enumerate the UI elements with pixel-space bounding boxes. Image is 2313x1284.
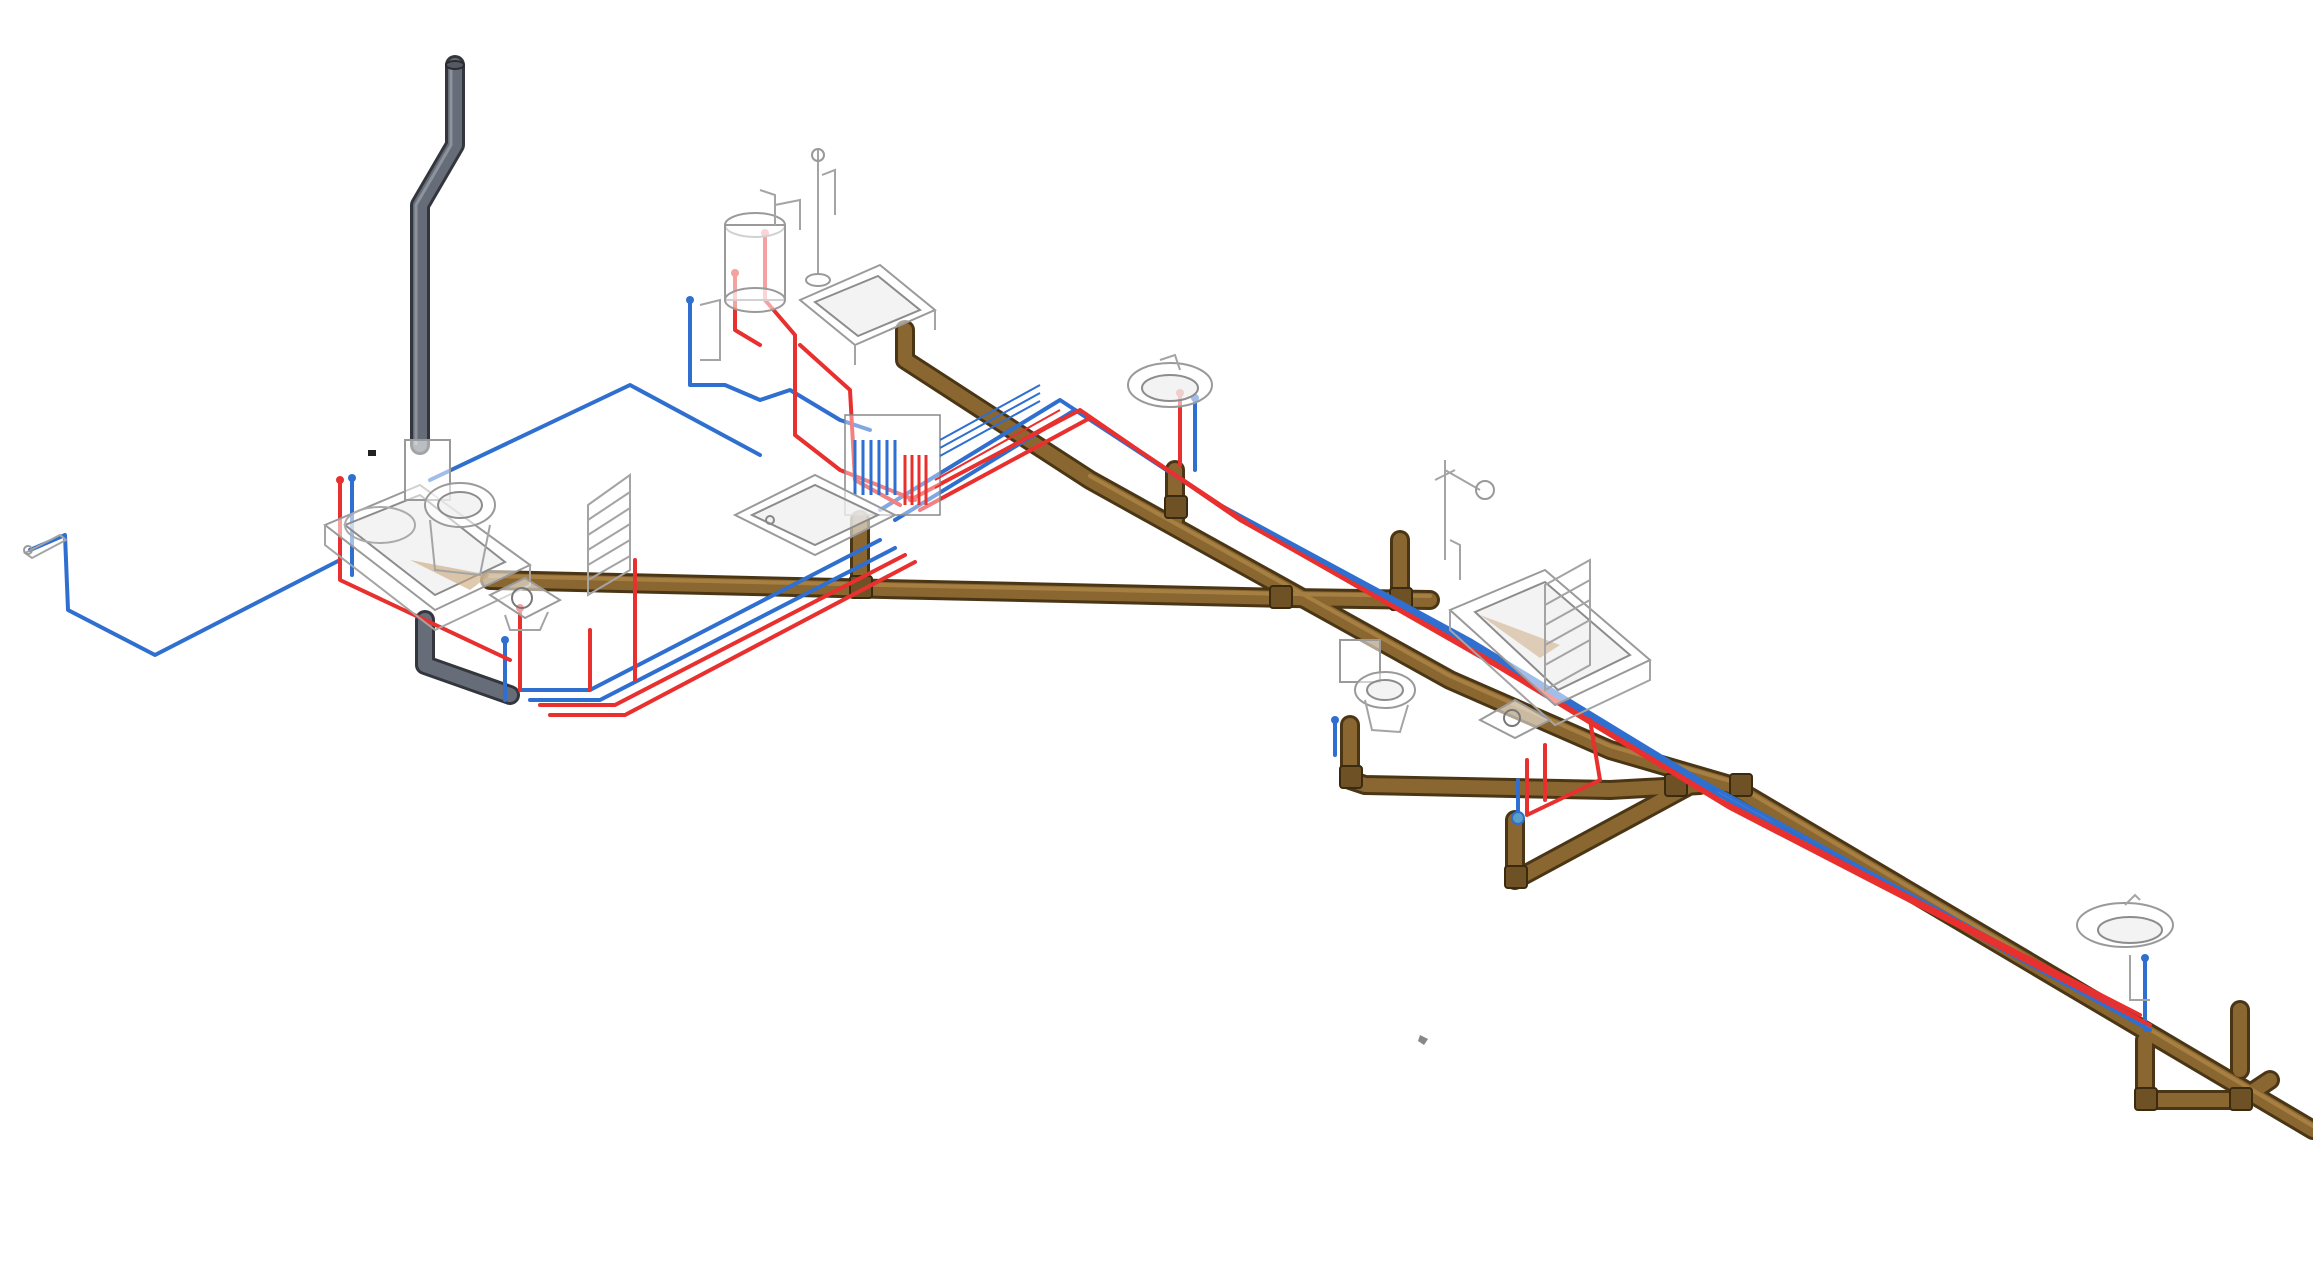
cold-water-line-diagonal	[878, 398, 2142, 1022]
hot-water-network	[338, 233, 2152, 1027]
shower-head-icon	[1434, 460, 1495, 580]
cold-water-network	[28, 298, 2152, 1032]
hot-water-riser-6	[1525, 758, 1602, 817]
valve-icon	[2141, 954, 2149, 962]
towel-rail-icon	[1544, 558, 1591, 692]
bidet-icon	[1477, 698, 1553, 740]
washbasin-icon	[798, 263, 937, 365]
water-heater-icon	[699, 189, 786, 361]
bathtub-icon	[323, 483, 532, 632]
valve-icon	[348, 474, 356, 482]
pipe-coupling	[2134, 1087, 2158, 1111]
shower-head-icon	[774, 148, 836, 287]
valve-icon	[501, 636, 509, 644]
toilet-icon	[404, 439, 496, 577]
cold-water-line-heater-loop	[688, 298, 872, 432]
hot-water-riser-1	[338, 478, 512, 662]
pipe-coupling	[1269, 585, 1293, 609]
hot-water-line-trunk	[538, 553, 907, 707]
valve-icon	[686, 296, 694, 304]
wall-faucet-icon	[23, 533, 68, 560]
hot-water-line-trunk-2	[548, 560, 917, 717]
towel-rail-icon	[587, 473, 631, 597]
valves	[336, 229, 2149, 1045]
vent-cap	[445, 60, 465, 70]
pipe-coupling	[1339, 765, 1363, 789]
toilet-icon	[1339, 639, 1416, 734]
shower-tray-icon	[732, 473, 898, 557]
pipe-coupling	[1729, 773, 1753, 797]
pipe-coupling	[2229, 1087, 2253, 1111]
pipe-coupling	[1164, 495, 1188, 519]
washbasin-icon	[1127, 353, 1213, 408]
washbasin-icon	[2076, 893, 2174, 1001]
valve-icon	[1418, 1035, 1428, 1045]
hot-water-line-diagonal-2	[918, 416, 2152, 1027]
bidet-icon	[487, 576, 563, 631]
cold-water-line-loop	[428, 383, 762, 482]
valve-icon	[336, 476, 344, 484]
hot-water-riser-8	[1588, 718, 1602, 782]
valve-icon	[368, 450, 376, 456]
cold-water-line-trunk	[518, 538, 882, 692]
bathtub-icon	[1448, 568, 1652, 727]
pipe-coupling	[1504, 865, 1528, 889]
cold-water-line-trunk-2	[528, 546, 897, 702]
manifold-icon	[844, 384, 1061, 516]
vent-stack	[410, 55, 520, 705]
valve-icon	[1331, 716, 1339, 724]
valve-icon	[1511, 811, 1525, 825]
cold-water-line-outdoor	[28, 533, 342, 657]
